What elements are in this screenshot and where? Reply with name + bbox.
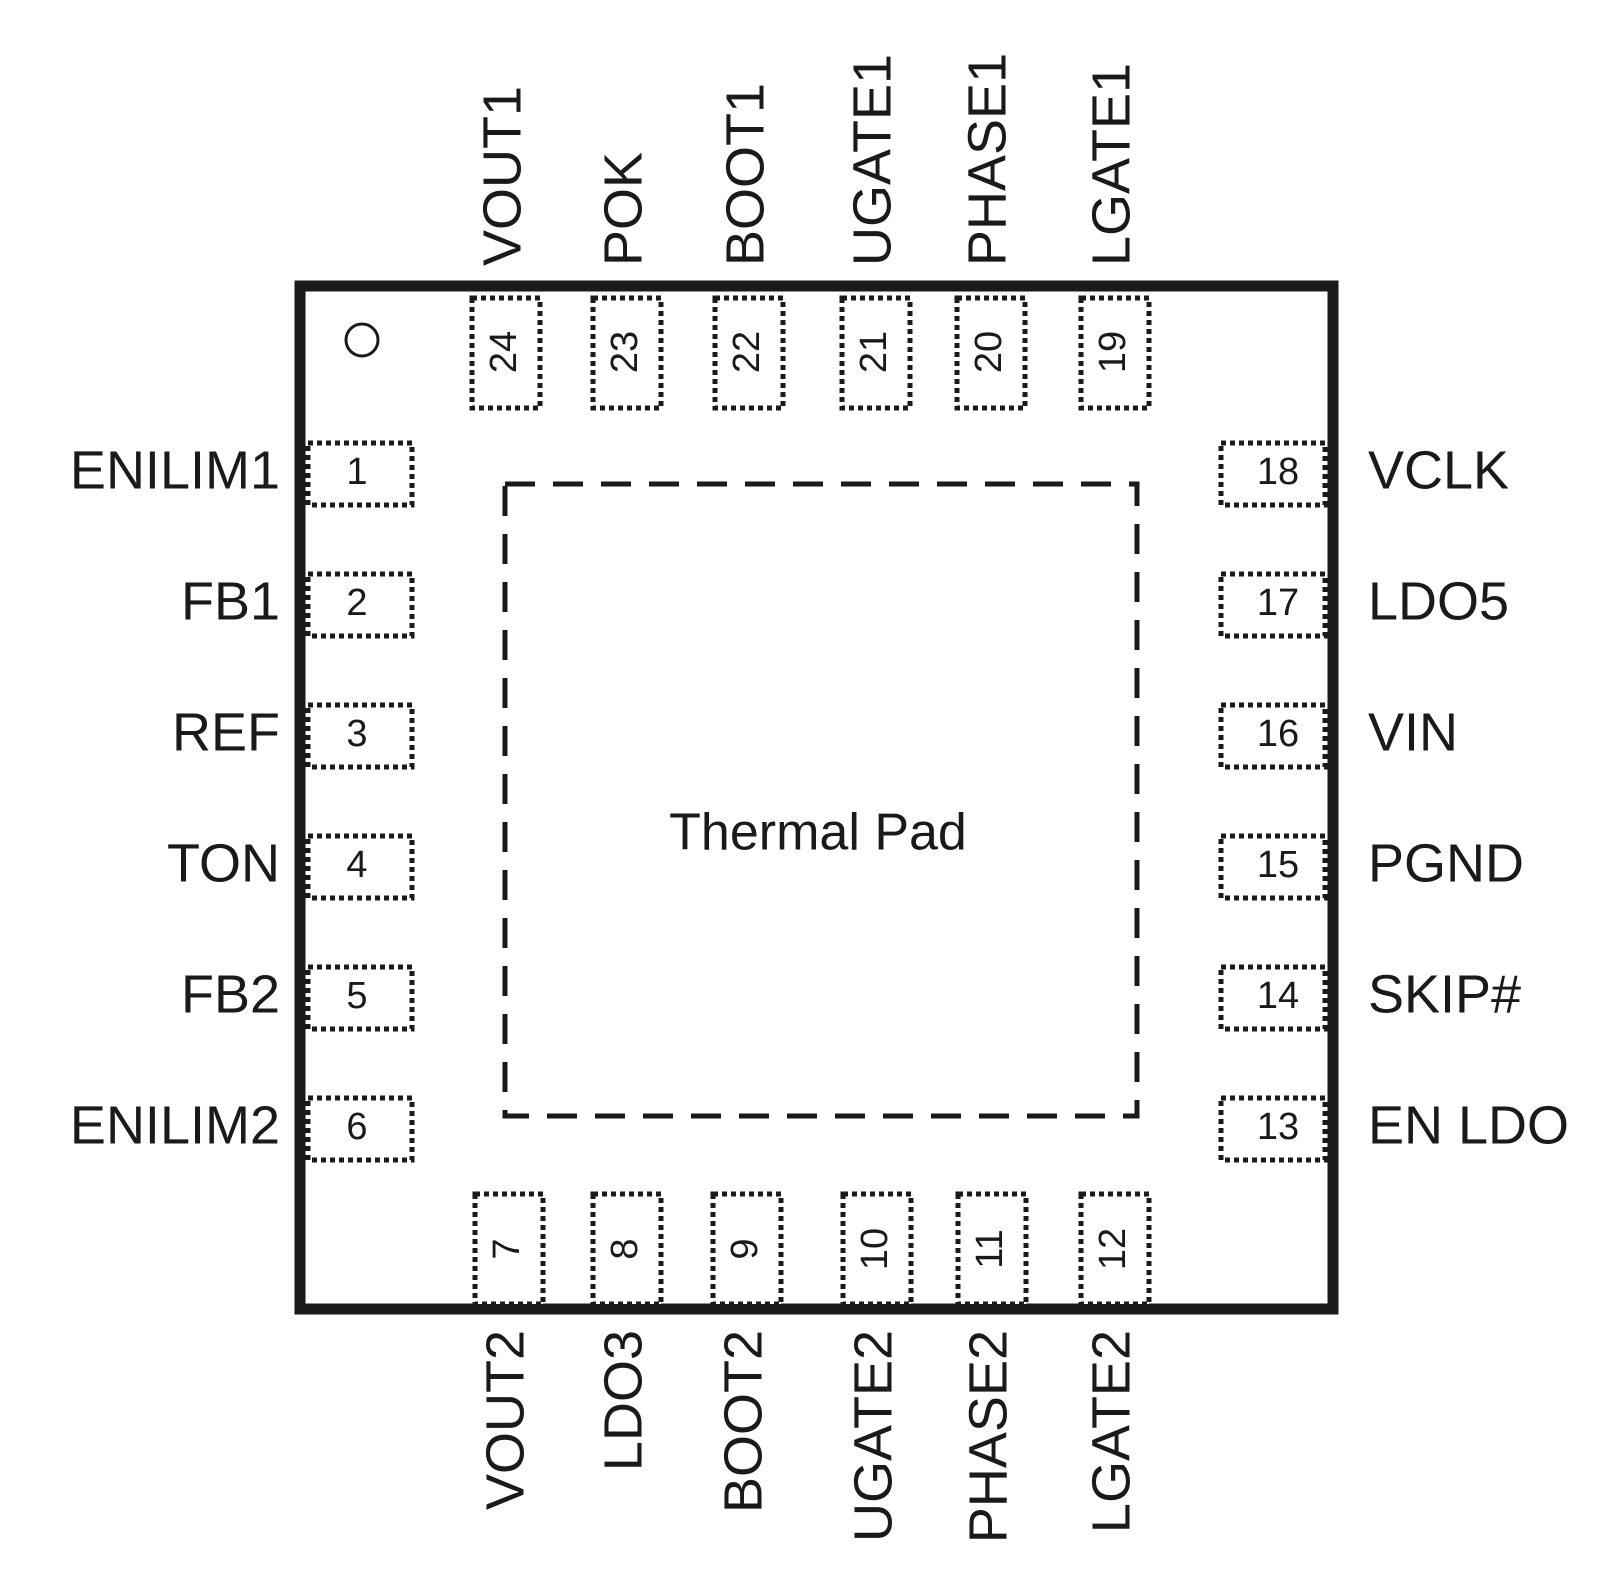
pin-4-number: 4 (346, 844, 367, 886)
pin-15-number: 15 (1257, 844, 1299, 886)
pin-19-label-lgate1: LGATE1 (1081, 63, 1141, 266)
pin-21-label-ugate1: UGATE1 (842, 54, 902, 266)
pin-10-pad (840, 1191, 914, 1307)
package-outline (294, 280, 1339, 1315)
pin-24-label-vout1: VOUT1 (472, 86, 532, 266)
pin-6-label-enilim2: ENILIM2 (70, 1095, 280, 1155)
pin-11-label-phase2: PHASE2 (958, 1330, 1018, 1543)
pin-15-pad (1218, 833, 1328, 901)
pin-18-pad (1218, 440, 1328, 508)
pin-19-number: 19 (1092, 331, 1134, 373)
pin-7-number: 7 (486, 1238, 528, 1259)
pin-14-label-skip: SKIP# (1368, 964, 1521, 1024)
pin-16-label-vin: VIN (1368, 702, 1458, 762)
pin-15-label-pgnd: PGND (1368, 833, 1524, 893)
pin-13-number: 13 (1257, 1106, 1299, 1148)
thermal-pad (502, 481, 1140, 1119)
pin-4-pad (305, 833, 415, 901)
pin-13-label-en-ldo: EN LDO (1368, 1095, 1569, 1155)
pin-14-pad (1218, 964, 1328, 1032)
pin-19-pad (1078, 295, 1152, 411)
pin-23-pad (590, 295, 664, 411)
pin-14-number: 14 (1257, 975, 1299, 1017)
pin-10-number: 10 (854, 1228, 896, 1270)
pin-24-number: 24 (483, 331, 525, 373)
pin-1-label-enilim1: ENILIM1 (70, 440, 280, 500)
pin-8-label-ldo3: LDO3 (593, 1330, 653, 1471)
pin-1-number: 1 (346, 451, 367, 493)
pin-24-pad (469, 295, 543, 411)
pin-1-pad (305, 440, 415, 508)
pin-8-number: 8 (604, 1238, 646, 1259)
pin-3-number: 3 (346, 713, 367, 755)
pin-21-number: 21 (853, 331, 895, 373)
pin-12-number: 12 (1092, 1228, 1134, 1270)
pin-10-label-ugate2: UGATE2 (843, 1330, 903, 1542)
pin-5-pad (305, 964, 415, 1032)
pin-22-label-boot1: BOOT1 (715, 83, 775, 266)
thermal-pad-label: Thermal Pad (669, 804, 967, 862)
pin-9-label-boot2: BOOT2 (713, 1330, 773, 1513)
pin-5-label-fb2: FB2 (181, 964, 280, 1024)
pin-7-label-vout2: VOUT2 (475, 1330, 535, 1510)
pin-16-number: 16 (1257, 713, 1299, 755)
pin-12-pad (1078, 1191, 1152, 1307)
pins: 1 ENILIM1 2 FB1 3 REF 4 TON 5 FB2 6 ENILIM2 13 EN LDO… (70, 53, 1569, 1543)
pin-16-pad (1218, 702, 1328, 770)
pin-3-label-ref: REF (172, 702, 280, 762)
pin-20-number: 20 (968, 331, 1010, 373)
pin-20-pad (954, 295, 1028, 411)
pin-12-label-lgate2: LGATE2 (1081, 1330, 1141, 1533)
pin-6-number: 6 (346, 1106, 367, 1148)
pin-18-label-vclk: VCLK (1368, 440, 1509, 500)
pin-17-pad (1218, 571, 1328, 639)
pin-23-label-pok: POK (593, 152, 653, 266)
pin-11-pad (955, 1191, 1029, 1307)
pin-18-number: 18 (1257, 451, 1299, 493)
pin-22-pad (712, 295, 786, 411)
pin-2-pad (305, 571, 415, 639)
pin-20-label-phase1: PHASE1 (957, 53, 1017, 266)
pin-7-pad (472, 1191, 546, 1307)
pin-2-number: 2 (346, 582, 367, 624)
pin-3-pad (305, 702, 415, 770)
pin-9-pad (710, 1191, 784, 1307)
pin-17-label-ldo5: LDO5 (1368, 571, 1509, 631)
pin-13-pad (1218, 1095, 1328, 1163)
pin-5-number: 5 (346, 975, 367, 1017)
pin-4-label-ton: TON (167, 833, 280, 893)
pin-2-label-fb1: FB1 (181, 571, 280, 631)
pin-17-number: 17 (1257, 582, 1299, 624)
pin-11-number: 11 (969, 1229, 1011, 1268)
pin-8-pad (590, 1191, 664, 1307)
pin-21-pad (839, 295, 913, 411)
pin1-marker-icon (344, 322, 380, 358)
pin-22-number: 22 (726, 331, 768, 373)
pin-6-pad (305, 1095, 415, 1163)
pin-23-number: 23 (604, 331, 646, 373)
pin-9-number: 9 (724, 1238, 766, 1259)
